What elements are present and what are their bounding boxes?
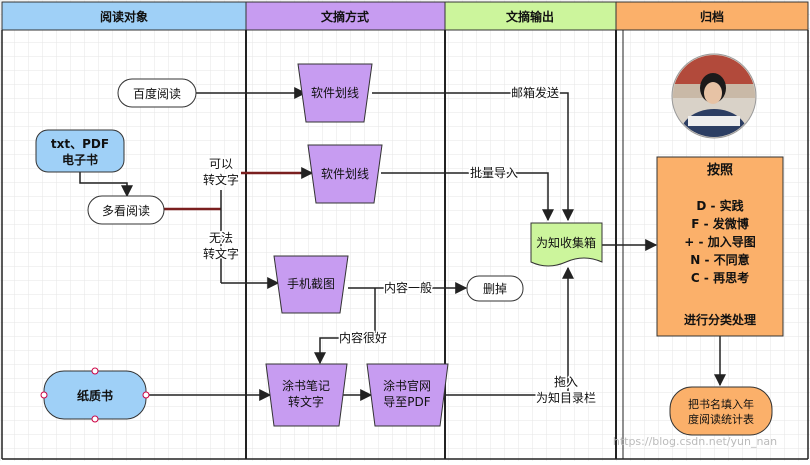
node-highlight-1-label: 软件划线	[311, 86, 359, 100]
lane-title-reading: 阅读对象	[100, 9, 148, 24]
handle-left	[40, 391, 48, 399]
node-zhishou-label: 为知收集箱	[536, 235, 596, 250]
node-baidu-label: 百度阅读	[133, 86, 181, 101]
node-tushu-note-line1: 涂书笔记	[282, 378, 330, 393]
edge-label-good: 内容很好	[339, 330, 387, 345]
node-screenshot-label: 手机截图	[287, 277, 335, 291]
node-archive-item-5: C - 再思考	[691, 270, 749, 285]
node-annual-stats	[669, 386, 773, 436]
edge-label-drag-2: 为知目录栏	[536, 390, 596, 405]
node-tushu-note	[265, 363, 348, 427]
edge-label-average: 内容一般	[384, 280, 432, 295]
node-duokan-label: 多看阅读	[102, 204, 150, 218]
edge-batch-import	[381, 172, 554, 222]
watermark: https://blog.csdn.net/yun_nan	[613, 435, 777, 448]
lane-title-archive: 归档	[700, 9, 724, 24]
edge-ebook-duokan	[79, 172, 133, 198]
node-zhishou-inbox	[530, 222, 603, 267]
edge-label-cannot-2: 转文字	[203, 246, 239, 261]
edge-label-drag-1: 拖入	[554, 375, 578, 389]
node-highlight-2-label: 软件划线	[321, 167, 369, 181]
node-archive-box	[656, 156, 784, 337]
node-tushu-pdf-line1: 涂书官网	[383, 378, 431, 393]
avatar-photo	[671, 53, 757, 139]
node-baidu-reading	[117, 78, 197, 108]
lane-title-output: 文摘输出	[506, 9, 554, 24]
node-delete-label: 删掉	[483, 282, 507, 296]
edge-label-batch: 批量导入	[470, 165, 518, 180]
edge-label-cannot-1: 无法	[209, 231, 233, 245]
lane-title-method: 文摘方式	[321, 9, 369, 24]
lane-header-method	[245, 1, 446, 31]
handle-right	[142, 391, 150, 399]
edge-highlight-email	[372, 92, 574, 222]
node-tushu-pdf	[366, 363, 449, 427]
node-duokan	[87, 195, 165, 225]
node-paper-label: 纸质书	[77, 388, 113, 403]
node-archive-item-2: F - 发微博	[691, 216, 749, 231]
node-annual-line1: 把书名填入年	[688, 397, 754, 411]
lane-header-reading	[1, 1, 247, 31]
handle-top	[91, 367, 99, 375]
node-archive-item-4: N - 不同意	[690, 252, 749, 267]
edge-pdf-drag	[440, 266, 574, 396]
node-tushu-note-line2: 转文字	[288, 394, 324, 409]
node-archive-footer: 进行分类处理	[684, 312, 756, 327]
node-archive-item-3: + - 加入导图	[684, 234, 755, 249]
node-highlight-2	[307, 144, 383, 204]
edge-label-can-1: 可以	[209, 157, 233, 171]
handle-bottom	[91, 415, 99, 423]
node-screenshot	[273, 255, 349, 314]
lane-header-output	[444, 1, 617, 31]
node-tushu-pdf-line2: 导至PDF	[383, 395, 430, 409]
node-ebook-line1: txt、PDF	[51, 137, 109, 151]
node-highlight-1	[297, 63, 373, 123]
lane-header-archive	[615, 1, 809, 31]
edge-label-email: 邮箱发送	[511, 85, 559, 100]
node-ebook	[35, 129, 125, 173]
node-archive-title: 按照	[707, 162, 733, 178]
node-delete	[466, 275, 524, 302]
node-annual-line2: 度阅读统计表	[688, 412, 754, 426]
node-ebook-line2: 电子书	[62, 152, 98, 167]
node-archive-item-1: D - 实践	[696, 198, 743, 213]
edge-screenshot-note	[314, 288, 376, 365]
edge-label-can-2: 转文字	[203, 172, 239, 187]
